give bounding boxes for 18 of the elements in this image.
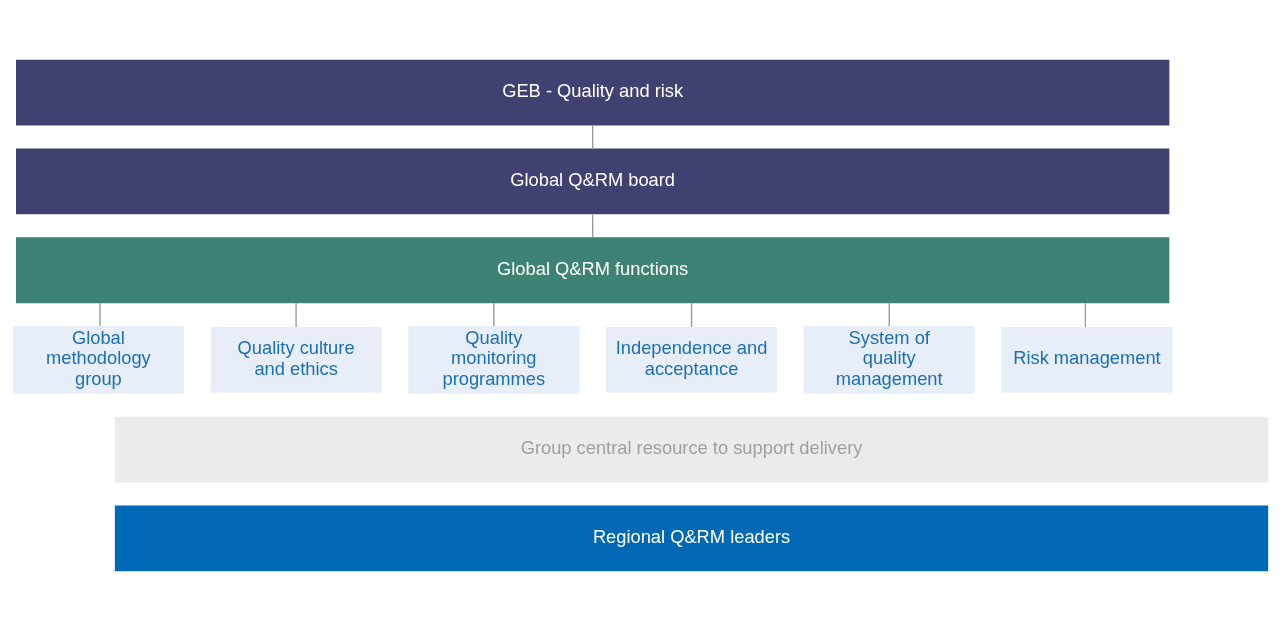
connector xyxy=(592,124,594,149)
node-box: Risk management xyxy=(1001,326,1173,393)
node-box: Quality culture and ethics xyxy=(210,326,382,393)
node-box: Quality monitoring programmes xyxy=(408,325,580,394)
connector xyxy=(99,302,101,327)
node-box: Independence and acceptance xyxy=(605,326,778,393)
connector xyxy=(592,213,594,238)
connector xyxy=(1084,302,1087,328)
node-box: Regional Q&RM leaders xyxy=(114,504,1269,571)
connector xyxy=(493,302,495,327)
node-box: GEB - Quality and risk xyxy=(16,59,1170,126)
node-box: Global Q&RM functions xyxy=(16,236,1170,303)
node-box: Global Q&RM board xyxy=(16,147,1170,214)
connector xyxy=(295,302,297,328)
node-box: Global methodology group xyxy=(12,325,184,394)
connector xyxy=(888,302,890,327)
connector xyxy=(690,302,693,328)
node-box: System of quality management xyxy=(803,325,975,394)
